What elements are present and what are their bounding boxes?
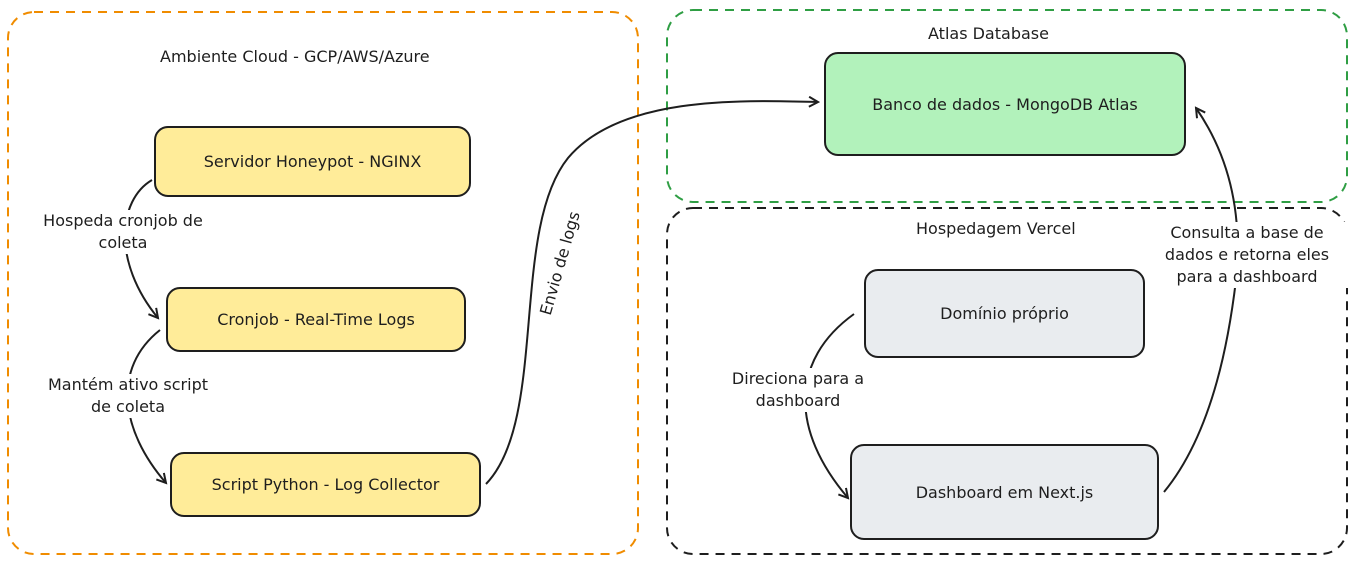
edge-label-query-line1: Consulta a base de — [1170, 223, 1324, 242]
edge-label-keeps: Mantém ativo script de coleta — [30, 374, 226, 418]
edge-label-redirect-line2: dashboard — [755, 391, 841, 410]
edge-label-redirect-line1: Direciona para a — [731, 369, 865, 388]
vercel-group-title: Hospedagem Vercel — [916, 219, 1076, 238]
cloud-group-frame — [7, 11, 639, 555]
atlas-group-title: Atlas Database — [928, 24, 1049, 43]
edge-dashboard-to-mongo — [1163, 108, 1239, 493]
edge-label-keeps-line2: de coleta — [90, 397, 166, 416]
cloud-group-title: Ambiente Cloud - GCP/AWS/Azure — [160, 47, 430, 66]
vercel-group-frame — [666, 207, 1348, 555]
python-collector-node[interactable]: Script Python - Log Collector — [170, 452, 481, 517]
edge-python-to-mongo — [485, 101, 818, 485]
edge-label-hosts-line1: Hospeda cronjob de — [43, 211, 203, 230]
edge-label-hosts: Hospeda cronjob de coleta — [30, 210, 216, 254]
dashboard-node[interactable]: Dashboard em Next.js — [850, 444, 1159, 540]
edge-label-query-line2: dados e retorna eles — [1164, 245, 1330, 264]
mongodb-atlas-node[interactable]: Banco de dados - MongoDB Atlas — [824, 52, 1186, 156]
custom-domain-node[interactable]: Domínio próprio — [864, 269, 1145, 358]
honeypot-server-node[interactable]: Servidor Honeypot - NGINX — [154, 126, 471, 197]
edge-label-redirect: Direciona para a dashboard — [716, 368, 880, 412]
edge-label-keeps-line1: Mantém ativo script — [48, 375, 208, 394]
cronjob-node[interactable]: Cronjob - Real-Time Logs — [166, 287, 466, 352]
edge-label-query-line3: para a dashboard — [1176, 267, 1318, 286]
edge-label-hosts-line2: coleta — [98, 233, 148, 252]
edge-label-query: Consulta a base de dados e retorna eles … — [1146, 222, 1348, 288]
atlas-group-frame — [666, 9, 1348, 203]
